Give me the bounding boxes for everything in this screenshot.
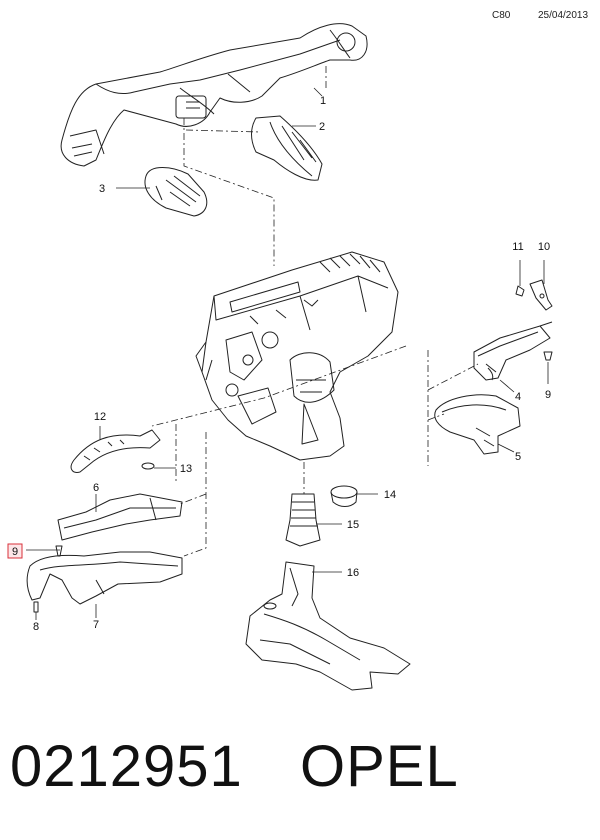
callout-8: 8 bbox=[33, 621, 39, 633]
bracket-part bbox=[529, 279, 553, 311]
floor-duct-part bbox=[245, 561, 411, 691]
left-lower-duct-part bbox=[26, 551, 183, 605]
screw-11-part bbox=[515, 285, 525, 297]
right-lower-duct-part bbox=[473, 321, 553, 381]
callout-13: 13 bbox=[180, 463, 192, 475]
diagram-code: C80 bbox=[492, 10, 511, 21]
clip-8-part bbox=[33, 601, 39, 613]
part-number: 0212951 bbox=[10, 734, 243, 799]
grommet-part bbox=[330, 485, 358, 507]
clip-part bbox=[141, 462, 155, 470]
callout-16: 16 bbox=[347, 567, 359, 579]
callout-11: 11 bbox=[512, 241, 523, 253]
phantom-lines bbox=[151, 66, 479, 557]
dashboard-air-duct-part bbox=[60, 23, 368, 167]
callout-15: 15 bbox=[347, 519, 359, 531]
callout-14: 14 bbox=[384, 489, 396, 501]
callout-7: 7 bbox=[93, 619, 99, 631]
screw-9-right-part bbox=[543, 351, 553, 361]
callout-5: 5 bbox=[515, 451, 521, 463]
callout-9-left: 9 bbox=[12, 546, 18, 558]
heater-unit-part bbox=[195, 251, 399, 461]
center-vent-part bbox=[251, 115, 323, 181]
brand-name: OPEL bbox=[300, 734, 459, 799]
parts-diagram: 1 2 3 4 5 6 7 8 9 9 10 11 12 13 14 15 16 bbox=[7, 23, 553, 691]
right-floor-duct-part bbox=[434, 394, 521, 455]
screw-9-left-part bbox=[55, 545, 63, 557]
highlight-box bbox=[7, 543, 23, 559]
callout-3: 3 bbox=[99, 183, 105, 195]
bellows-part bbox=[285, 493, 321, 547]
left-upper-duct-part bbox=[57, 493, 183, 541]
callout-1: 1 bbox=[320, 95, 326, 107]
callout-9-right: 9 bbox=[545, 389, 551, 401]
rear-duct-tube-part bbox=[70, 429, 161, 473]
callout-6: 6 bbox=[93, 482, 99, 494]
callout-4: 4 bbox=[515, 391, 521, 403]
callout-2: 2 bbox=[319, 121, 325, 133]
side-vent-part bbox=[144, 167, 208, 217]
diagram-date: 25/04/2013 bbox=[538, 10, 589, 21]
leader-lines bbox=[26, 87, 549, 620]
callout-10: 10 bbox=[538, 241, 550, 253]
callout-12: 12 bbox=[94, 411, 106, 423]
